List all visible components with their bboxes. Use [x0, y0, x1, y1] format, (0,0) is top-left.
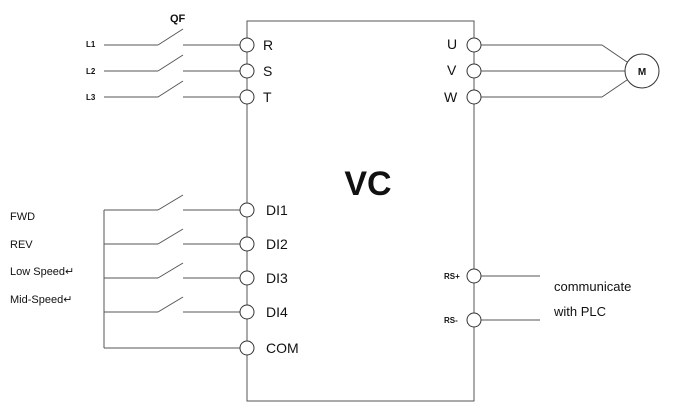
terminal-di1	[239, 202, 255, 218]
digital-input-4: DI4	[104, 296, 288, 320]
output-w: W	[444, 79, 628, 105]
terminal-label-t: T	[263, 89, 272, 105]
terminal-label-u: U	[447, 36, 457, 52]
power-line-1: L1 R	[86, 28, 273, 53]
terminal-t	[239, 89, 255, 105]
digital-input-3: DI3	[104, 262, 288, 286]
terminal-label-di2: DI2	[266, 236, 288, 252]
power-line-2: L2 S	[86, 54, 272, 79]
terminal-label-v: V	[447, 62, 457, 78]
terminal-label-rs-minus: RS-	[444, 316, 458, 325]
terminal-di2	[239, 236, 255, 252]
terminal-com	[239, 340, 255, 356]
breaker-label: QF	[170, 13, 186, 25]
line-label-l2: L2	[86, 67, 96, 76]
terminal-label-di4: DI4	[266, 304, 288, 320]
comm-note-line-2: with PLC	[553, 304, 606, 319]
input-label-rev: REV	[10, 239, 33, 251]
comm-rs-plus: RS+	[444, 268, 540, 284]
output-u: U	[447, 36, 628, 63]
terminal-label-di1: DI1	[266, 202, 288, 218]
terminal-label-rs-plus: RS+	[444, 272, 460, 281]
terminal-w	[466, 89, 482, 105]
terminal-di4	[239, 304, 255, 320]
terminal-label-com: COM	[266, 340, 299, 356]
line-label-l3: L3	[86, 93, 96, 102]
line-label-l1: L1	[86, 40, 96, 49]
terminal-rs-minus	[466, 312, 482, 328]
digital-input-1: DI1	[104, 194, 288, 218]
terminal-u	[466, 37, 482, 53]
terminal-s	[239, 63, 255, 79]
terminal-label-r: R	[263, 37, 273, 53]
digital-input-2: DI2	[104, 228, 288, 252]
power-line-3: L3 T	[86, 80, 272, 105]
drive-title: VC	[344, 165, 391, 203]
terminal-label-w: W	[444, 89, 458, 105]
terminal-r	[239, 37, 255, 53]
input-label-mid-speed: Mid-Speed↵	[10, 294, 72, 306]
motor-label: M	[638, 67, 646, 78]
terminal-di3	[239, 270, 255, 286]
comm-note-line-1: communicate	[554, 279, 631, 294]
terminal-v	[466, 63, 482, 79]
motor-symbol	[624, 53, 660, 89]
output-v: V	[447, 62, 625, 79]
common-terminal-group: COM	[104, 340, 299, 356]
terminal-label-di3: DI3	[266, 270, 288, 286]
input-label-low-speed: Low Speed↵	[10, 266, 74, 278]
comm-rs-minus: RS-	[444, 312, 540, 328]
terminal-label-s: S	[263, 63, 272, 79]
terminal-rs-plus	[466, 268, 482, 284]
input-label-fwd: FWD	[10, 211, 35, 223]
